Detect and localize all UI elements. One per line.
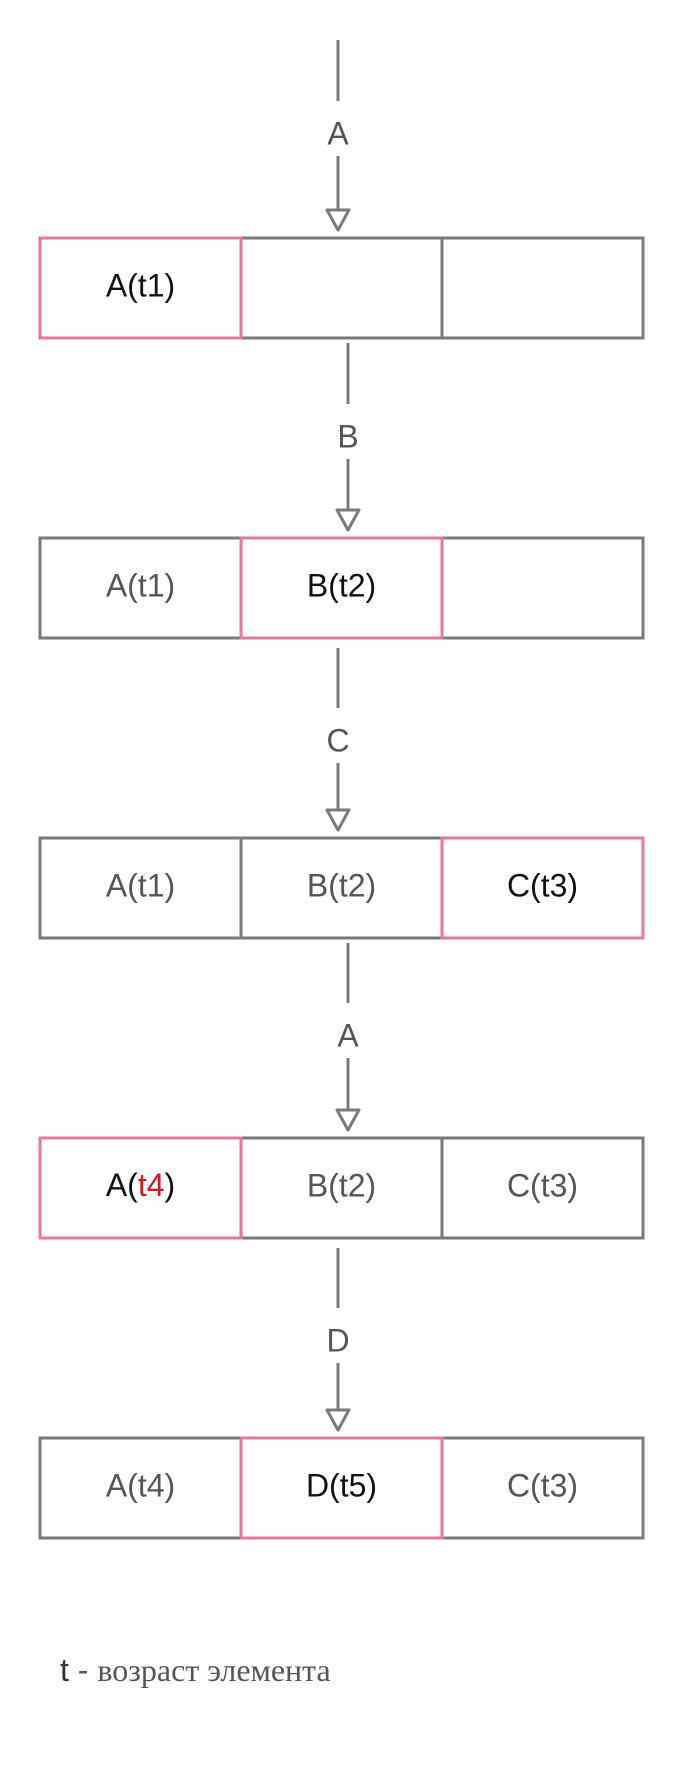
step-3: C A(t1) B(t2) C(t3) bbox=[38, 648, 645, 940]
arrowhead-icon bbox=[325, 1408, 351, 1432]
arrow-label: C bbox=[326, 722, 349, 758]
arrow-5: D bbox=[325, 1248, 351, 1432]
cache-cell-label: D(t5) bbox=[306, 1467, 377, 1503]
arrowhead-icon bbox=[335, 1108, 361, 1132]
cache-cell-label: A(t4) bbox=[106, 1467, 175, 1503]
cache-cell-border bbox=[440, 1136, 645, 1240]
cache-cell-label: B(t2) bbox=[307, 567, 376, 603]
legend-separator: - bbox=[68, 1652, 98, 1688]
arrow-label: A bbox=[337, 1017, 359, 1053]
cache-cell-highlight bbox=[38, 1136, 243, 1240]
arrow-1: A bbox=[325, 40, 351, 232]
arrow-4: A bbox=[335, 943, 361, 1132]
cache-cell-label: A(t1) bbox=[106, 567, 175, 603]
step-5: D A(t4) D(t5) C(t3) bbox=[38, 1248, 645, 1540]
cache-cell-label: C(t3) bbox=[507, 1167, 578, 1203]
arrow-label: A bbox=[327, 115, 349, 151]
legend-key: t bbox=[60, 1652, 69, 1688]
step-4: A A(t4) B(t2) C(t3) bbox=[38, 943, 645, 1240]
arrow-label: B bbox=[337, 418, 358, 454]
cache-cell-label: A(t1) bbox=[106, 267, 175, 303]
arrow-2: B bbox=[335, 343, 361, 532]
cache-cell-border bbox=[440, 236, 645, 340]
cache-cell-highlight bbox=[440, 836, 645, 940]
cache-cell-highlight bbox=[38, 236, 243, 340]
arrow-3: C bbox=[325, 648, 351, 832]
step-1: A A(t1) bbox=[38, 40, 645, 340]
cache-row-5: A(t4) D(t5) C(t3) bbox=[38, 1436, 645, 1540]
arrowhead-icon bbox=[325, 208, 351, 232]
cache-row-4: A(t4) B(t2) C(t3) bbox=[38, 1136, 645, 1240]
cell-label-accent: t4 bbox=[138, 1167, 165, 1203]
cache-cell-label: C(t3) bbox=[507, 1467, 578, 1503]
cache-cell-label: B(t2) bbox=[307, 1167, 376, 1203]
arrow-label: D bbox=[326, 1322, 349, 1358]
cache-cell-label: A(t1) bbox=[106, 867, 175, 903]
cell-label-suffix: ) bbox=[165, 1167, 176, 1203]
cache-row-3: A(t1) B(t2) C(t3) bbox=[38, 836, 645, 940]
cache-cell-border bbox=[440, 536, 645, 640]
cache-cell-label: A(t4) bbox=[106, 1167, 175, 1203]
arrowhead-icon bbox=[335, 508, 361, 532]
cache-cell-border bbox=[239, 236, 444, 340]
legend: t - возраст элемента bbox=[60, 1652, 331, 1689]
cache-cell-label: C(t3) bbox=[507, 867, 578, 903]
cache-cell-highlight bbox=[239, 1436, 444, 1540]
cache-row-1: A(t1) bbox=[38, 236, 645, 340]
legend-description: возраст элемента bbox=[97, 1652, 331, 1688]
cache-cell-label: B(t2) bbox=[307, 867, 376, 903]
step-2: B A(t1) B(t2) bbox=[38, 343, 645, 640]
arrowhead-icon bbox=[325, 808, 351, 832]
cache-cell-highlight bbox=[239, 536, 444, 640]
cell-label-prefix: A( bbox=[106, 1167, 138, 1203]
cache-row-2: A(t1) B(t2) bbox=[38, 536, 645, 640]
